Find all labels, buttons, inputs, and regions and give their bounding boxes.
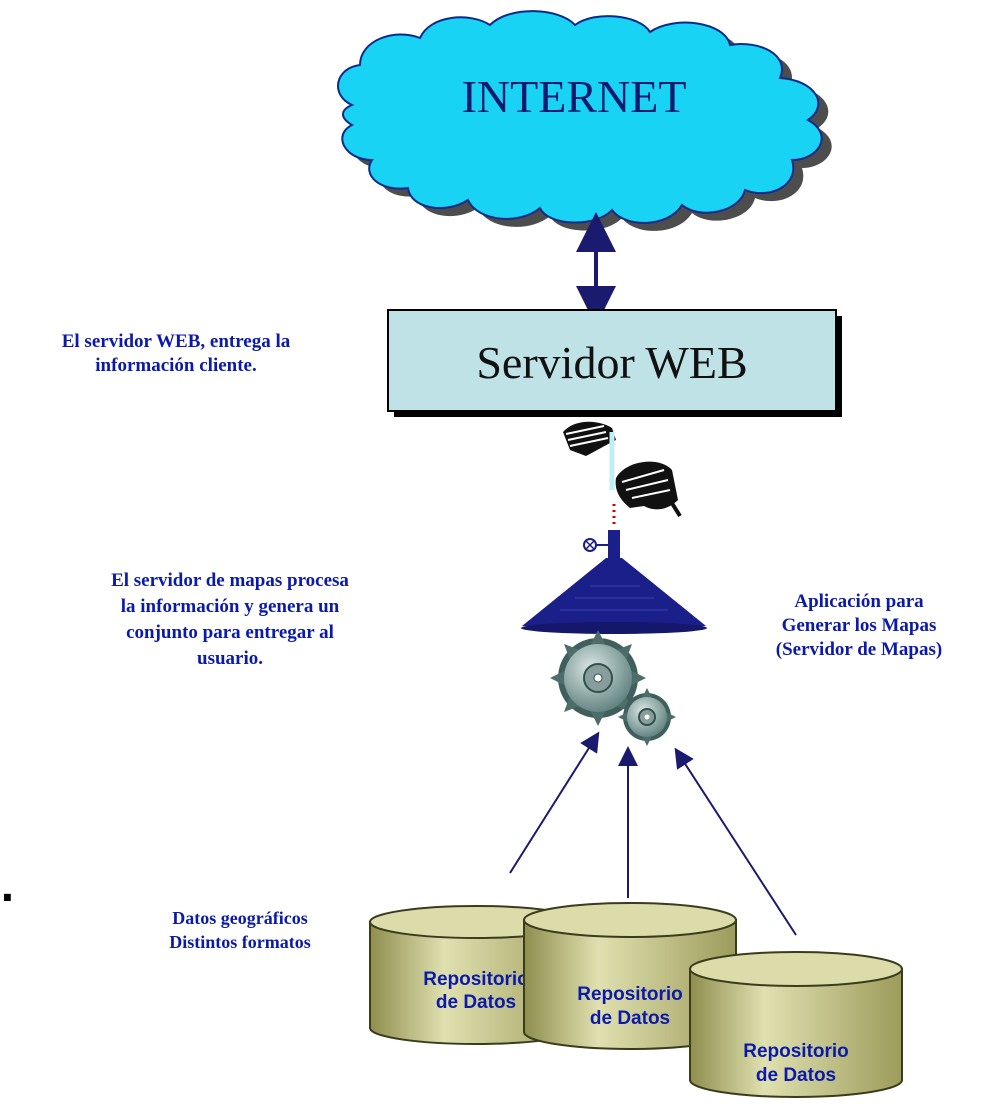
application-annotation-line2: Generar los Mapas (781, 615, 937, 636)
repository-3-line2: de Datos (756, 1065, 836, 1086)
hand-icon-lower (615, 461, 682, 518)
application-annotation-line3: (Servidor de Mapas) (775, 639, 943, 660)
geo-data-annotation-line2: Distintos formatos (169, 932, 311, 952)
map-server-annotation-line3: conjunto para entregar al (126, 622, 334, 643)
gear-icon-small (618, 688, 676, 746)
application-annotation-line1: Aplicación para (794, 591, 924, 612)
internet-cloud (337, 10, 832, 231)
repository-cylinder-2 (523, 902, 737, 1050)
repository-1-line2: de Datos (436, 992, 516, 1013)
web-server-annotation-line1: El servidor WEB, entrega la (61, 331, 291, 352)
gear-icon-large (550, 630, 646, 726)
repo-arrow-left (509, 731, 600, 874)
web-server-annotation-line2: información cliente. (95, 355, 257, 376)
repository-3-line1: Repositorio (743, 1041, 849, 1062)
map-server-annotation-line1: El servidor de mapas procesa (111, 570, 349, 591)
map-server-funnel-icon (521, 530, 707, 634)
map-server-annotation-line2: la información y genera un (120, 596, 340, 617)
hand-icon-upper (563, 421, 616, 456)
repository-2-line1: Repositorio (577, 984, 683, 1005)
web-server-annotation: El servidor WEB, entrega la información … (4, 330, 348, 378)
map-server-annotation-line4: usuario. (197, 648, 263, 669)
internet-label: INTERNET (462, 71, 687, 122)
web-server-label: Servidor WEB (476, 337, 747, 388)
repo-arrow-right (674, 747, 797, 936)
stray-text: s. (0, 859, 15, 912)
web-server-box (387, 309, 842, 417)
repository-1-line1: Repositorio (423, 969, 529, 990)
geo-data-annotation: Datos geográficos Distintos formatos (122, 906, 358, 954)
repository-cylinder-3 (689, 951, 903, 1098)
application-annotation: Aplicación para Generar los Mapas (Servi… (734, 590, 984, 662)
geo-data-annotation-line1: Datos geográficos (172, 908, 308, 928)
map-server-annotation: El servidor de mapas procesa la informac… (80, 568, 380, 672)
repository-2-line2: de Datos (590, 1008, 670, 1029)
